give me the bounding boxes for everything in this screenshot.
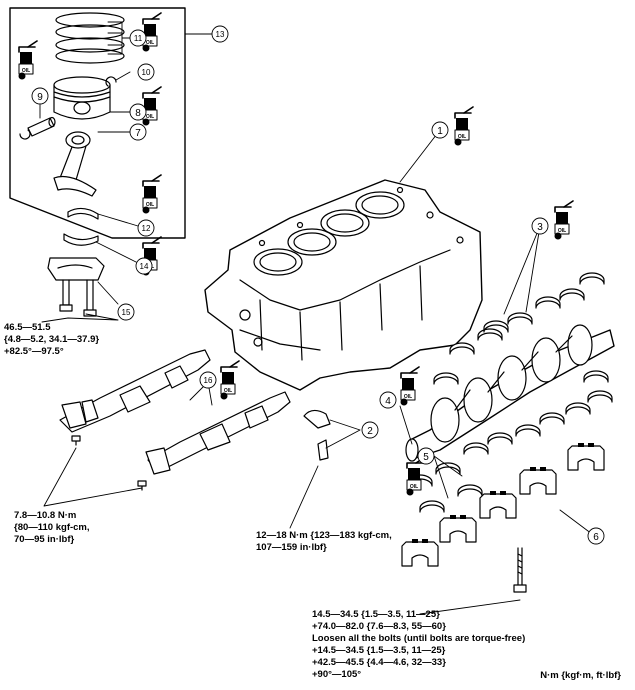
callout-6: 6: [587, 527, 605, 545]
spec-line: 7.8—10.8 N·m: [14, 510, 77, 521]
spec-line: +42.5—45.5 {4.4—4.6, 32—33}: [312, 657, 446, 668]
oil-jet-bolt-torque-spec: 12—18 N·m {123—183 kgf-cm, 107—159 in·lb…: [256, 530, 392, 554]
balancer-shaft-lower: [145, 391, 291, 475]
svg-text:15: 15: [122, 308, 131, 317]
callout-9: 9: [31, 87, 49, 105]
oil-can-icon: OIL: [553, 200, 574, 241]
oil-jet: [303, 409, 331, 461]
spec-line: {4.8—5.2, 34.1—37.9}: [4, 334, 100, 345]
connecting-rod: [53, 131, 97, 197]
oil-can-icon: OIL: [141, 86, 162, 127]
callout-4: 4: [379, 391, 397, 409]
conrod-bolt-torque-spec: 46.5—51.5 {4.8—5.2, 34.1—37.9} +82.5°—97…: [4, 322, 99, 358]
conrod-cap: [47, 257, 105, 281]
main-bearing-bolt-torque-spec: 14.5—34.5 {1.5—3.5, 11—25} +74.0—82.0 {7…: [312, 609, 525, 681]
callout-5: 5: [417, 447, 435, 465]
svg-text:1: 1: [437, 126, 443, 137]
oil-can-icon: OIL: [17, 40, 38, 81]
balancer-bolt-torque-spec: 7.8—10.8 N·m {80—110 kgf-cm, 70—95 in·lb…: [14, 510, 90, 546]
callout-14: 14: [135, 257, 153, 275]
cylinder-block: [204, 179, 483, 391]
svg-text:OIL: OIL: [224, 388, 232, 394]
callout-1: 1: [431, 121, 449, 139]
svg-text:11: 11: [134, 34, 143, 43]
torque-units-legend: N·m {kgf·m, ft·lbf}: [540, 670, 621, 681]
oil-can-icon: OIL: [219, 360, 240, 401]
oil-can-icon: OIL: [141, 174, 162, 215]
spec-line: +90°—105°: [312, 669, 362, 680]
piston-pin: [27, 116, 56, 137]
callout-10: 10: [137, 63, 155, 81]
spec-line: 107—159 in·lbf}: [256, 542, 327, 553]
svg-text:OIL: OIL: [558, 228, 566, 234]
oil-can-icon: OIL: [141, 12, 162, 53]
svg-text:3: 3: [537, 222, 543, 233]
snap-ring-left: [19, 129, 31, 140]
oil-can-icon: OIL: [399, 366, 420, 407]
conrod-bearing-upper: [67, 207, 99, 220]
callout-7: 7: [129, 123, 147, 141]
svg-text:10: 10: [142, 68, 151, 77]
svg-text:8: 8: [135, 108, 141, 119]
conrod-bearing-lower: [63, 233, 99, 246]
balancer-bolts: [71, 435, 147, 491]
spec-line: +14.5—34.5 {1.5—3.5, 11—25}: [312, 645, 446, 656]
spec-line: 70—95 in·lbf}: [14, 534, 75, 545]
svg-text:16: 16: [204, 376, 213, 385]
svg-text:12: 12: [142, 224, 151, 233]
callout-8: 8: [129, 103, 147, 121]
svg-text:OIL: OIL: [22, 68, 30, 74]
svg-text:6: 6: [593, 532, 599, 543]
spec-line: 12—18 N·m {123—183 kgf-cm,: [256, 530, 392, 541]
svg-text:OIL: OIL: [146, 114, 154, 120]
callout-11: 11: [129, 29, 147, 47]
balancer-shaft-upper: [59, 349, 211, 433]
spec-line: +82.5°—97.5°: [4, 346, 64, 357]
callout-12: 12: [137, 219, 155, 237]
conrod-cap-bolts: [59, 279, 97, 317]
main-bearing-bolt: [513, 547, 527, 593]
spec-line: 14.5—34.5 {1.5—3.5, 11—25}: [312, 609, 440, 620]
spec-line: +74.0—82.0 {7.6—8.3, 55—60}: [312, 621, 446, 632]
callout-15: 15: [117, 303, 135, 321]
svg-text:OIL: OIL: [410, 484, 418, 490]
svg-text:OIL: OIL: [404, 394, 412, 400]
spec-line: {80—110 kgf-cm,: [14, 522, 90, 533]
oil-can-icon: OIL: [405, 456, 426, 497]
leader-lines: [39, 21, 593, 615]
svg-text:13: 13: [216, 30, 225, 39]
callout-16: 16: [199, 371, 217, 389]
crankshaft: [405, 324, 615, 462]
svg-text:2: 2: [367, 426, 373, 437]
piston: [53, 76, 111, 120]
snap-ring-right: [105, 76, 117, 87]
svg-text:9: 9: [37, 92, 43, 103]
svg-text:OIL: OIL: [458, 134, 466, 140]
svg-text:4: 4: [385, 396, 391, 407]
callouts: 1 2 3 4 5 6 7 8 9 10 11 12 13 14 15 16: [31, 25, 605, 545]
svg-text:OIL: OIL: [146, 40, 154, 46]
svg-text:OIL: OIL: [146, 202, 154, 208]
callout-3: 3: [531, 217, 549, 235]
callout-13: 13: [211, 25, 229, 43]
spec-line: 46.5—51.5: [4, 322, 51, 333]
piston-assembly-inset: [9, 7, 186, 239]
svg-text:14: 14: [140, 262, 149, 271]
spec-line: Loosen all the bolts (until bolts are to…: [312, 633, 526, 644]
svg-text:7: 7: [135, 128, 141, 139]
callout-2: 2: [361, 421, 379, 439]
oil-can-icon: OIL: [453, 106, 474, 147]
svg-text:5: 5: [423, 452, 429, 463]
piston-rings: [55, 12, 125, 64]
